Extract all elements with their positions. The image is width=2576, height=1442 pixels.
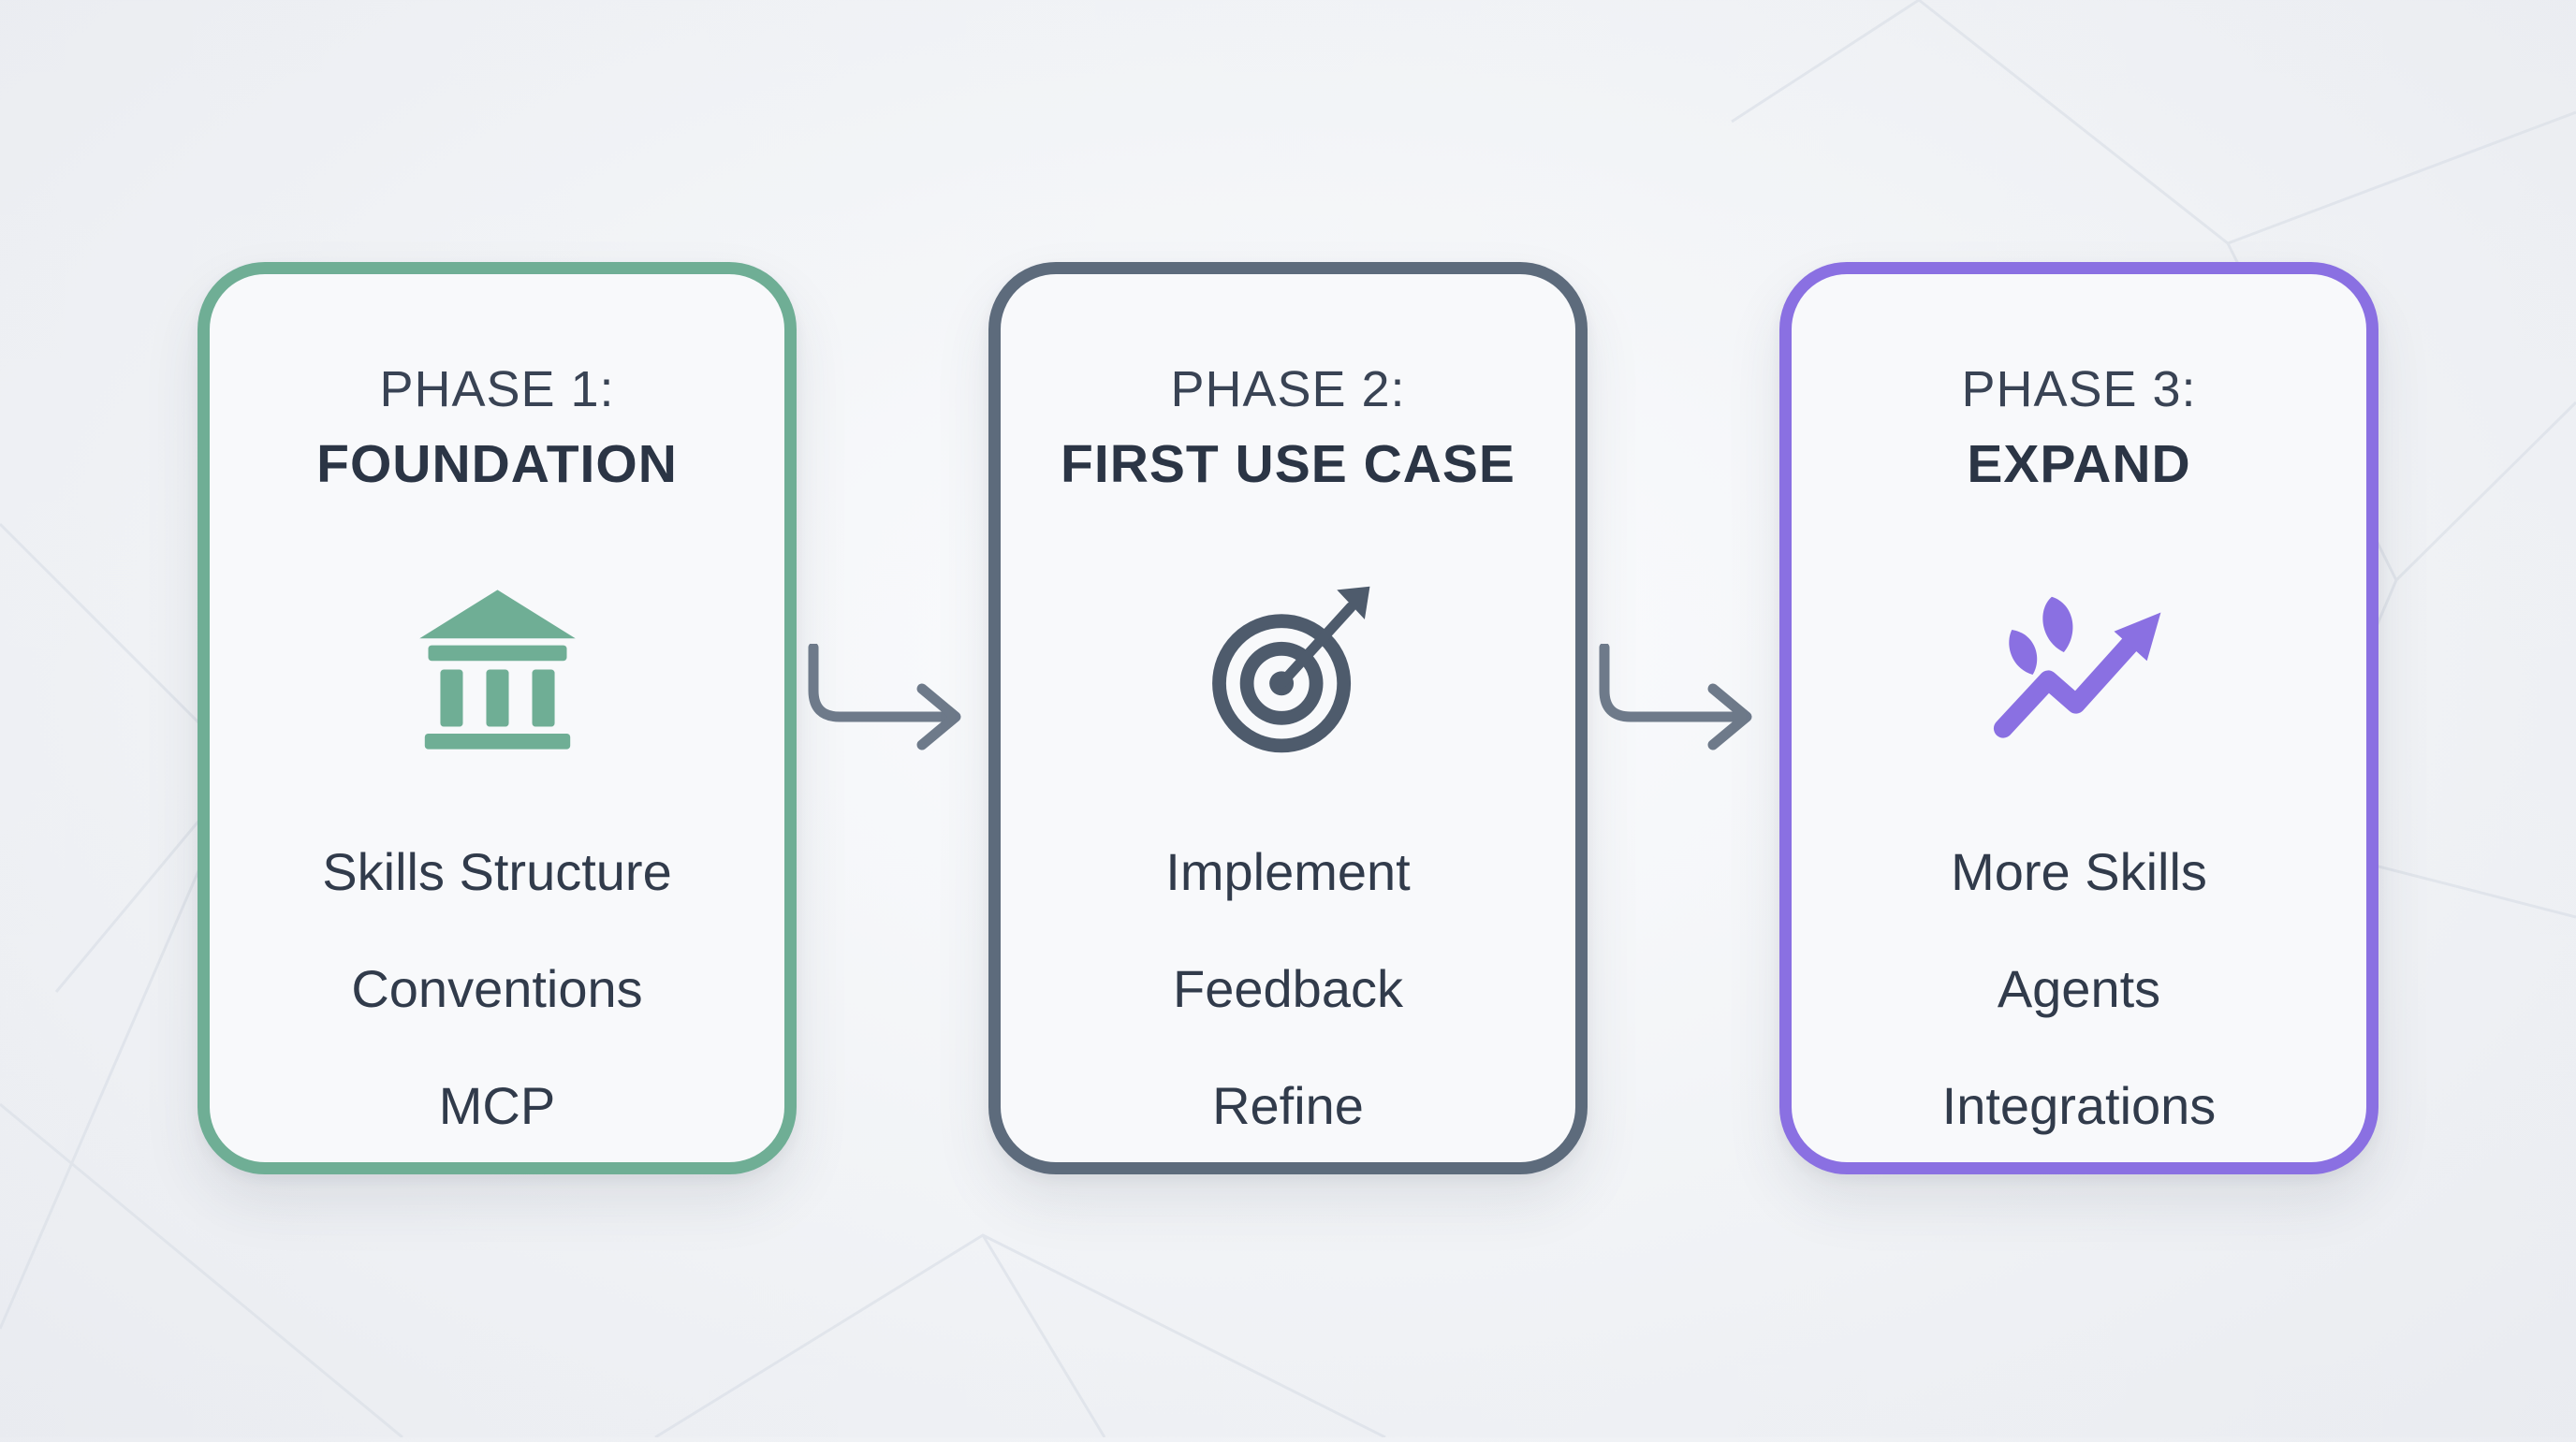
- phase-items: More Skills Agents Integrations: [1942, 841, 2217, 1136]
- phase-item: MCP: [438, 1076, 556, 1135]
- phase-item: Implement: [1165, 842, 1411, 901]
- phase-icon-wrap: [1194, 575, 1382, 763]
- phase-icon-wrap: [1985, 575, 2173, 763]
- phase-card-expand: PHASE 3: EXPAND More Skills Agents Integ…: [1779, 262, 2378, 1174]
- phase-label: PHASE 3:: [1961, 361, 2197, 417]
- phase-item: More Skills: [1951, 842, 2207, 901]
- phase-item: Integrations: [1941, 1076, 2217, 1135]
- phase-item: Conventions: [351, 959, 643, 1018]
- arrow-right-icon: [1599, 644, 1751, 750]
- phase-item: Agents: [1997, 959, 2161, 1018]
- phase-label: PHASE 1:: [379, 361, 615, 417]
- growth-icon: [1993, 596, 2160, 738]
- phase-title: EXPAND: [1967, 434, 2191, 494]
- phase-items: Implement Feedback Refine: [1165, 841, 1410, 1136]
- phase-item: Feedback: [1173, 959, 1403, 1018]
- bank-icon: [418, 589, 576, 750]
- arrow-right-icon: [808, 644, 960, 750]
- connector-2: [1588, 262, 1779, 765]
- phase-item: Skills Structure: [322, 842, 672, 901]
- phase-title: FOUNDATION: [316, 434, 678, 494]
- phase-title: FIRST USE CASE: [1061, 434, 1515, 494]
- target-icon: [1211, 586, 1369, 752]
- phase-items: Skills Structure Conventions MCP: [322, 841, 671, 1136]
- phase-item: Refine: [1212, 1076, 1364, 1135]
- phase-label: PHASE 2:: [1170, 361, 1406, 417]
- phase-icon-wrap: [403, 575, 591, 763]
- phase-card-foundation: PHASE 1: FOUNDATION Skills Structure Con…: [198, 262, 797, 1174]
- phase-card-first-use-case: PHASE 2: FIRST USE CASE Implement Feedba…: [988, 262, 1588, 1174]
- connector-1: [797, 262, 988, 765]
